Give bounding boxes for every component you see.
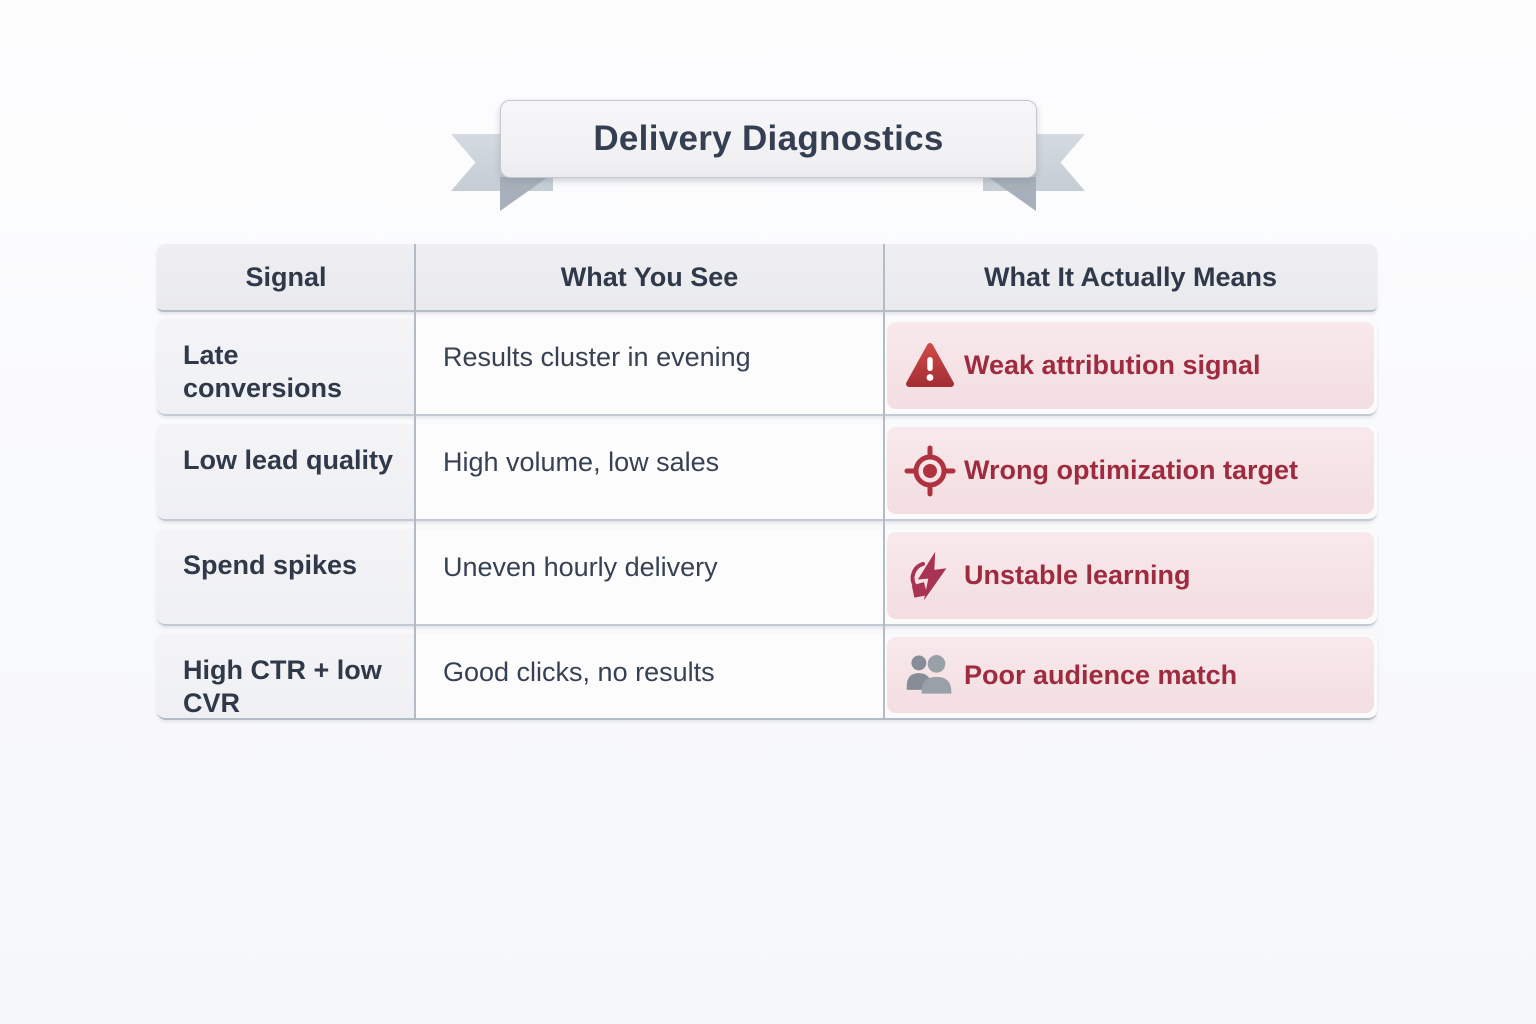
column-header-signal: Signal (245, 261, 327, 292)
meaning-label: Weak attribution signal (964, 350, 1261, 380)
meaning-label: Wrong optimization target (964, 455, 1298, 485)
column-header-what-you-see: What You See (560, 261, 739, 292)
signal-cell: Low lead quality (157, 424, 415, 519)
target-icon (904, 445, 956, 497)
observation-cell: Good clicks, no results (415, 634, 884, 718)
ribbon-fold-right-icon (988, 177, 1036, 211)
title-ribbon: Delivery Diagnostics (0, 0, 1536, 230)
table-row: Low lead quality High volume, low sales (157, 424, 1377, 521)
observation-cell: Uneven hourly delivery (415, 529, 884, 624)
signal-cell: Late conversions (157, 319, 415, 414)
alert-chip: Poor audience match (887, 637, 1374, 713)
warning-triangle-icon (904, 340, 956, 392)
table-row: Late conversions Results cluster in even… (157, 319, 1377, 416)
meaning-cell: Poor audience match (884, 634, 1377, 718)
diagnostics-table: Signal What You See What It Actually Mea… (157, 244, 1377, 720)
meaning-cell: Weak attribution signal (884, 319, 1377, 414)
observation-cell: High volume, low sales (415, 424, 884, 519)
column-divider (414, 244, 416, 718)
column-divider (883, 244, 885, 718)
ribbon-fold-left-icon (500, 177, 548, 211)
alert-chip: Weak attribution signal (887, 322, 1374, 409)
users-icon (904, 649, 956, 701)
signal-cell: Spend spikes (157, 529, 415, 624)
page-title: Delivery Diagnostics (593, 119, 944, 158)
lightning-bolt-icon (904, 550, 956, 602)
table-row: Spend spikes Uneven hourly delivery Unst… (157, 529, 1377, 626)
table-row: High CTR + low CVR Good clicks, no resul… (157, 634, 1377, 720)
meaning-cell: Unstable learning (884, 529, 1377, 624)
table-header-row: Signal What You See What It Actually Mea… (157, 244, 1377, 312)
meaning-label: Poor audience match (964, 659, 1238, 690)
alert-chip: Unstable learning (887, 532, 1374, 619)
meaning-label: Unstable learning (964, 560, 1191, 590)
alert-chip: Wrong optimization target (887, 427, 1374, 514)
observation-cell: Results cluster in evening (415, 319, 884, 414)
meaning-cell: Wrong optimization target (884, 424, 1377, 519)
title-banner: Delivery Diagnostics (500, 100, 1037, 178)
signal-cell: High CTR + low CVR (157, 634, 415, 718)
column-header-what-it-means: What It Actually Means (983, 261, 1278, 292)
